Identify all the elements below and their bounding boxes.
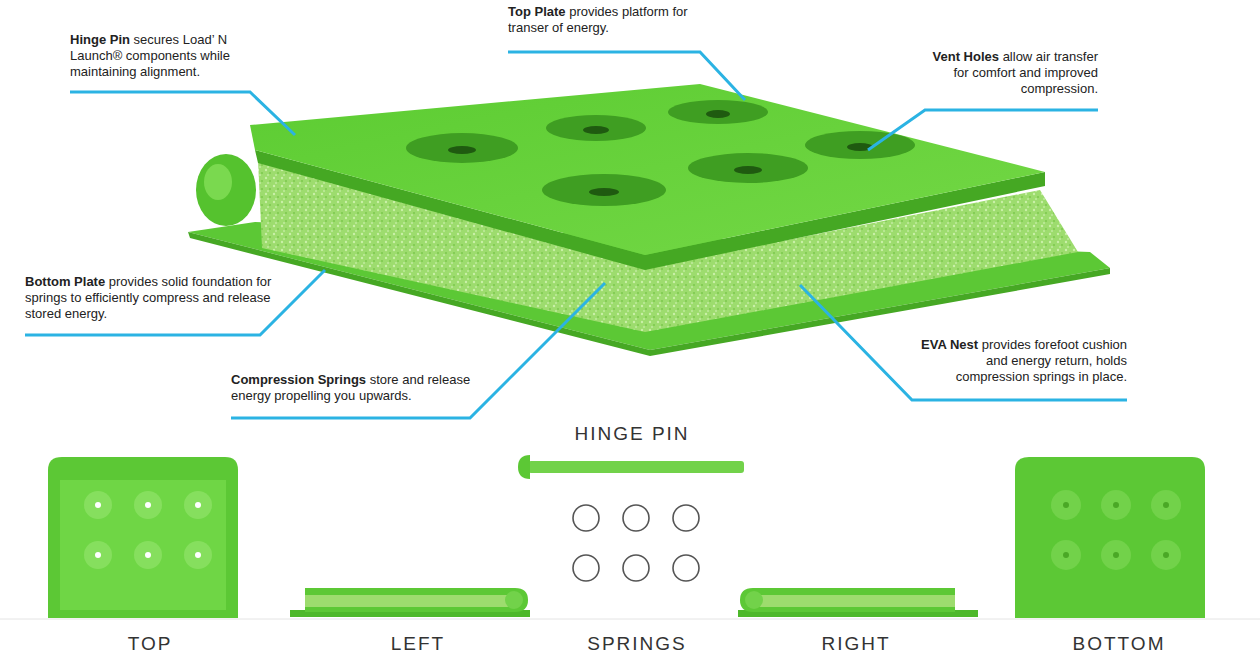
part-caption: LEFT (391, 633, 445, 655)
hinge-pin-callout: Hinge Pinsecures Load’ N Launch® compone… (70, 32, 252, 80)
part-name: Compression Springs (231, 372, 366, 387)
part-description: provides forefoot cushion and energy ret… (956, 337, 1127, 384)
part-caption: HINGE PIN (574, 423, 689, 445)
springs-part (573, 505, 699, 581)
vent-holes (406, 100, 915, 206)
bottom-view-part (1015, 457, 1205, 618)
hinge-knob (196, 154, 256, 226)
part-name: Bottom Plate (25, 274, 105, 289)
part-name: EVA Nest (921, 337, 978, 352)
leader-lines (25, 52, 1127, 418)
part-caption: SPRINGS (587, 633, 687, 655)
part-caption: BOTTOM (1073, 633, 1166, 655)
baseline (0, 619, 1260, 620)
part-caption: TOP (128, 633, 173, 655)
springs-callout: Compression Springsstore and release ene… (231, 372, 486, 404)
left-view-part (290, 588, 530, 617)
vent-holes-callout: Vent Holesallow air transfer for comfort… (916, 49, 1098, 97)
hinge-pin-part (518, 455, 744, 479)
part-name: Hinge Pin (70, 32, 130, 47)
part-name: Vent Holes (933, 49, 999, 64)
hinge-knob-highlight (204, 164, 232, 200)
top-plate-callout: Top Plateprovides platform for transer o… (508, 4, 713, 36)
right-view-part (738, 588, 978, 617)
bottom-plate-callout: Bottom Plateprovides solid foundation fo… (25, 274, 277, 322)
eva-nest-callout: EVA Nestprovides forefoot cushion and en… (912, 337, 1127, 385)
part-caption: RIGHT (821, 633, 890, 655)
top-view-part (48, 457, 238, 618)
part-name: Top Plate (508, 4, 566, 19)
